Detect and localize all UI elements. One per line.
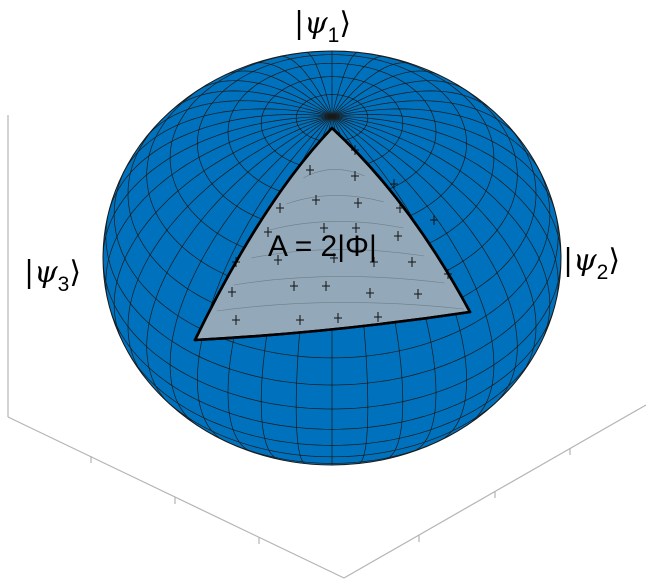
mesh-line bbox=[331, 80, 467, 117]
mesh-line bbox=[331, 116, 561, 259]
mesh-line bbox=[279, 55, 333, 117]
mesh-line bbox=[169, 116, 333, 426]
mesh-line bbox=[222, 70, 333, 117]
mesh-line bbox=[331, 90, 496, 117]
mesh-line bbox=[122, 108, 333, 175]
mesh-line bbox=[103, 116, 333, 259]
sphere-mesh bbox=[103, 51, 561, 465]
mesh-line bbox=[146, 116, 333, 406]
psi1-label: |ψ1⟩ bbox=[294, 6, 351, 47]
mesh-line bbox=[331, 55, 385, 117]
mesh-line bbox=[168, 90, 333, 117]
mesh-line bbox=[331, 114, 557, 215]
area-label: A = 2|Φ| bbox=[268, 230, 377, 263]
mesh-line bbox=[331, 62, 412, 117]
mesh-line bbox=[142, 100, 333, 142]
axes-box bbox=[7, 115, 647, 579]
mesh-line bbox=[197, 80, 333, 117]
mesh-line bbox=[105, 116, 333, 302]
mesh-line bbox=[331, 116, 559, 302]
patch-grid-line bbox=[216, 302, 464, 312]
psi2-label: |ψ2⟩ bbox=[563, 243, 620, 284]
mesh-line bbox=[331, 52, 359, 117]
patch-grid-line bbox=[233, 276, 445, 286]
mesh-line bbox=[331, 116, 551, 343]
mesh-line bbox=[331, 70, 442, 117]
mesh-line bbox=[305, 52, 333, 117]
mesh-line bbox=[331, 100, 522, 142]
mesh-line bbox=[252, 62, 333, 117]
mesh-line bbox=[127, 116, 333, 379]
mesh-line bbox=[107, 114, 333, 215]
patch-grid-line bbox=[303, 169, 365, 179]
psi3-label: |ψ3⟩ bbox=[24, 255, 81, 296]
mesh-line bbox=[331, 116, 495, 426]
octant-outline bbox=[193, 126, 472, 342]
mesh-line bbox=[113, 116, 333, 343]
mesh-line bbox=[331, 108, 542, 175]
mesh-line bbox=[331, 116, 518, 406]
patch-grid bbox=[216, 169, 464, 312]
axis-left-floor bbox=[7, 416, 345, 579]
patch-grid-line bbox=[286, 195, 385, 205]
patch-grid-line bbox=[269, 221, 404, 231]
mesh-line bbox=[331, 116, 537, 379]
patch-grid-line bbox=[251, 249, 425, 259]
